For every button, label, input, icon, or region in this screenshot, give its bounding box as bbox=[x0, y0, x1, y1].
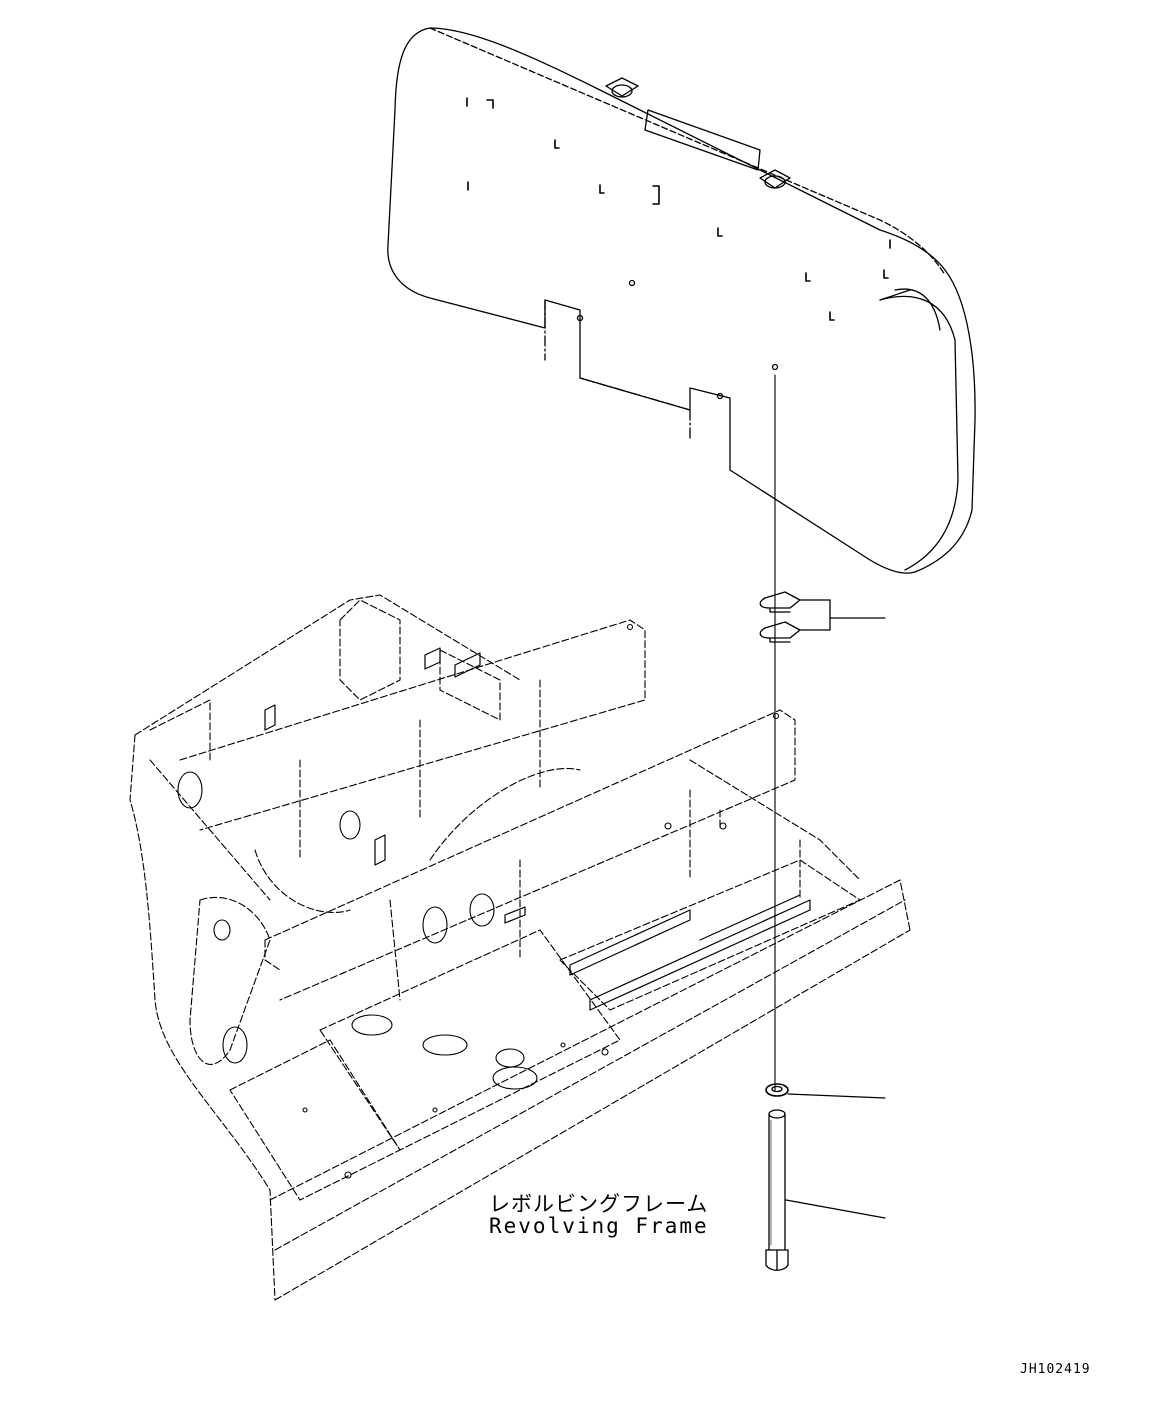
bolt-leader-line bbox=[785, 1199, 886, 1219]
frame-brackets bbox=[264, 647, 811, 1011]
washer bbox=[765, 1083, 886, 1099]
shim-plates bbox=[759, 591, 886, 643]
washer-leader-line bbox=[787, 1093, 886, 1099]
counterweight bbox=[387, 27, 976, 574]
frame-holes bbox=[177, 623, 780, 1179]
drawing-code: JH102419 bbox=[1020, 1362, 1091, 1377]
revolving-frame bbox=[129, 594, 911, 1301]
frame-label-japanese: レボルビングフレーム bbox=[489, 1192, 709, 1216]
bolt bbox=[765, 1109, 886, 1271]
frame-label-english: Revolving Frame bbox=[489, 1214, 709, 1238]
